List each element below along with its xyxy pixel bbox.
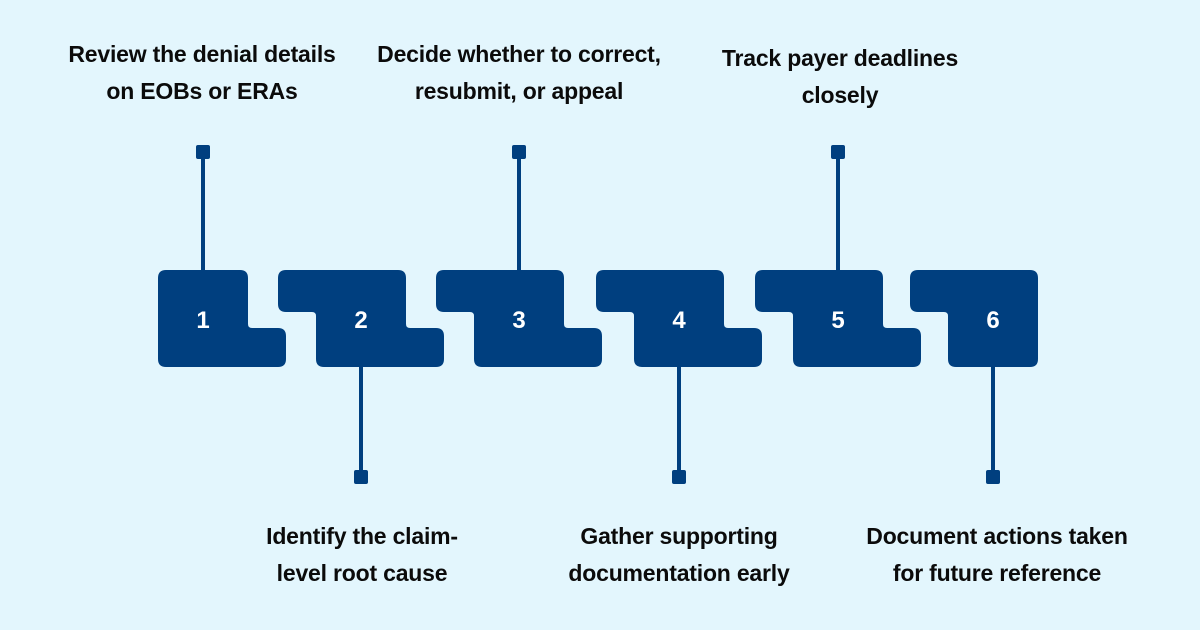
step-6-shape [910, 270, 1038, 367]
step-5-number: 5 [831, 307, 844, 334]
step-3-number: 3 [512, 307, 525, 334]
step-2-connector-marker [354, 470, 368, 484]
step-5-connector-marker [831, 145, 845, 159]
step-1-number: 1 [196, 307, 209, 334]
connectors [196, 145, 1000, 484]
step-6-label-line-2: for future reference [892, 560, 1102, 586]
step-1-connector-marker [196, 145, 210, 159]
step-5-label: Track payer deadlines closely [680, 40, 1000, 114]
step-4-shape [596, 270, 762, 367]
step-4-label-line-2: documentation early [568, 560, 790, 586]
step-4-label-line-1: Gather supporting [580, 523, 778, 549]
step-6-connector-marker [986, 470, 1000, 484]
step-2-number: 2 [354, 307, 367, 334]
step-2-label: Identify the claim- level root cause [202, 518, 522, 592]
step-4-connector-marker [672, 470, 686, 484]
step-3-label: Decide whether to correct, resubmit, or … [359, 36, 679, 110]
step-5-shape [755, 270, 921, 367]
step-shapes [158, 270, 1038, 367]
step-1-label-line-1: Review the denial details [68, 41, 336, 67]
step-6-label-line-1: Document actions taken [866, 523, 1128, 549]
step-1-shape [158, 270, 286, 367]
step-6-label: Document actions taken for future refere… [837, 518, 1157, 592]
step-3-connector-marker [512, 145, 526, 159]
step-6-number: 6 [986, 307, 999, 334]
step-2-label-line-1: Identify the claim- [266, 523, 458, 549]
step-1-label: Review the denial details on EOBs or ERA… [42, 36, 362, 110]
step-4-number: 4 [672, 307, 686, 334]
step-numbers: 1 2 3 4 5 6 [196, 307, 999, 334]
step-4-label: Gather supporting documentation early [519, 518, 839, 592]
step-1-label-line-2: on EOBs or ERAs [106, 78, 298, 104]
step-5-label-line-2: closely [801, 82, 879, 108]
step-3-label-line-2: resubmit, or appeal [414, 78, 624, 104]
step-3-label-line-1: Decide whether to correct, [377, 41, 661, 67]
step-3-shape [436, 270, 602, 367]
step-5-label-line-1: Track payer deadlines [721, 45, 959, 71]
step-2-shape [278, 270, 444, 367]
step-2-label-line-2: level root cause [276, 560, 448, 586]
